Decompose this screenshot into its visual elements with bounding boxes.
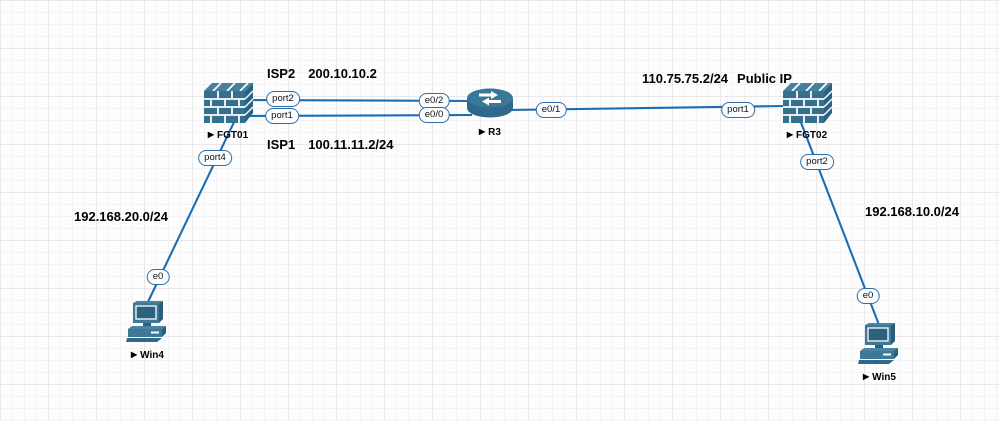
- port-label-r3-e0-0[interactable]: e0/0: [418, 107, 450, 123]
- device-win5[interactable]: ▶Win5: [857, 323, 902, 383]
- public-subnet: 110.75.75.2/24: [642, 71, 729, 86]
- play-marker-icon: ▶: [863, 372, 870, 381]
- port-label-win4-e0[interactable]: e0: [146, 269, 170, 285]
- play-marker-icon: ▶: [131, 350, 138, 359]
- port-label-fgt02-port2[interactable]: port2: [800, 154, 834, 170]
- firewall-icon: [783, 82, 833, 123]
- isp1-name: ISP1: [267, 137, 296, 152]
- port-label-r3-e0-1[interactable]: e0/1: [535, 102, 567, 118]
- device-r3[interactable]: ▶R3: [465, 86, 515, 138]
- device-label-fgt01: ▶FGT01: [207, 130, 249, 141]
- device-label-win5: ▶Win5: [863, 372, 896, 383]
- network-label-lan-win4[interactable]: 192.168.20.0/24: [74, 209, 168, 224]
- play-marker-icon: ▶: [479, 127, 486, 136]
- device-label-win4: ▶Win4: [131, 350, 164, 361]
- public-name: Public IP: [737, 71, 792, 86]
- port-label-fgt01-port2[interactable]: port2: [266, 91, 300, 107]
- network-label-public-ip[interactable]: 110.75.75.2/24 Public IP: [642, 71, 792, 86]
- device-label-fgt02: ▶FGT02: [786, 130, 828, 141]
- firewall-icon: [204, 82, 254, 123]
- port-label-win5-e0[interactable]: e0: [856, 288, 880, 304]
- network-label-lan-win5[interactable]: 192.168.10.0/24: [865, 204, 959, 219]
- computer-icon: [126, 301, 166, 342]
- port-label-fgt02-port1[interactable]: port1: [721, 102, 755, 118]
- port-label-fgt01-port1[interactable]: port1: [265, 108, 299, 124]
- computer-icon: [858, 323, 898, 364]
- device-label-r3: ▶R3: [479, 127, 501, 138]
- device-fgt02[interactable]: ▶FGT02: [781, 81, 833, 141]
- network-label-isp2[interactable]: ISP2 200.10.10.2: [267, 66, 377, 81]
- device-win4[interactable]: ▶Win4: [125, 301, 170, 361]
- port-label-fgt01-port4[interactable]: port4: [198, 150, 232, 166]
- play-marker-icon: ▶: [207, 130, 215, 139]
- router-icon: [467, 88, 513, 118]
- isp2-name: ISP2: [267, 66, 296, 81]
- network-label-isp1[interactable]: ISP1 100.11.11.2/24: [267, 137, 394, 152]
- isp1-subnet: 100.11.11.2/24: [308, 137, 394, 152]
- isp2-subnet: 200.10.10.2: [308, 66, 377, 81]
- device-fgt01[interactable]: ▶FGT01: [202, 81, 254, 141]
- play-marker-icon: ▶: [786, 130, 794, 139]
